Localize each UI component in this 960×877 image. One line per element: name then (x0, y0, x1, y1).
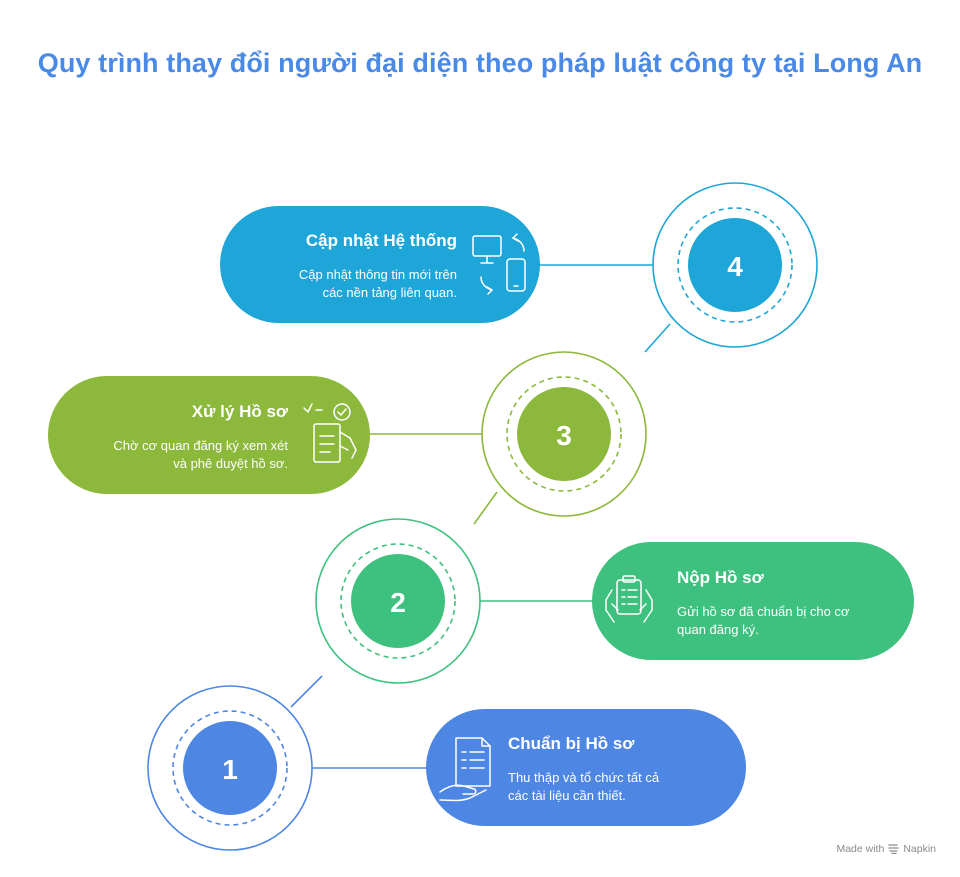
step-3-desc-line1: Chờ cơ quan đăng ký xem xét (113, 438, 288, 453)
step-3-desc-line2: và phê duyệt hồ sơ. (173, 456, 288, 471)
step-2-title: Nộp Hồ sơ (677, 568, 764, 587)
clipboard-hands-icon (605, 575, 653, 623)
step-4-title: Cập nhật Hệ thống (305, 231, 457, 250)
step-1-number: 1 (222, 754, 238, 785)
step-3-title: Xử lý Hồ sơ (191, 402, 288, 421)
device-sync-icon (472, 233, 526, 295)
step-2-number: 2 (390, 587, 406, 618)
step-4-desc-line2: các nền tảng liên quan. (322, 285, 457, 300)
checklist-hand-icon (303, 403, 357, 463)
footer-credit: Made with Napkin (836, 843, 936, 855)
step-2-node: 2 (315, 491, 914, 684)
step-4-number: 4 (727, 251, 743, 282)
step-2-card: Nộp Hồ sơ Gửi hồ sơ đã chuẩn bị cho cơ q… (677, 568, 897, 639)
step-3-number: 3 (556, 420, 572, 451)
step-1-node: 1 (147, 675, 746, 851)
step-1-desc-line2: các tài liệu cần thiết. (508, 788, 626, 803)
step-1-title: Chuẩn bị Hồ sơ (508, 734, 635, 753)
step-4-card: Cập nhật Hệ thống Cập nhật thông tin mới… (238, 231, 457, 302)
step-2-desc-line1: Gửi hồ sơ đã chuẩn bị cho cơ (677, 604, 850, 619)
step-4-node: 4 (220, 182, 818, 348)
step-2-description: Gửi hồ sơ đã chuẩn bị cho cơ quan đăng k… (677, 603, 897, 639)
step-2-desc-line2: quan đăng ký. (677, 622, 759, 637)
document-hand-icon (439, 737, 491, 802)
step-3-card: Xử lý Hồ sơ Chờ cơ quan đăng ký xem xét … (70, 402, 288, 473)
step-1-card: Chuẩn bị Hồ sơ Thu thập và tổ chức tất c… (508, 734, 728, 805)
napkin-logo-icon (888, 844, 899, 854)
step-1-desc-line1: Thu thập và tổ chức tất cả (508, 770, 660, 785)
step-3-description: Chờ cơ quan đăng ký xem xét và phê duyệt… (70, 437, 288, 473)
step-4-desc-line1: Cập nhật thông tin mới trên (298, 267, 457, 282)
step-3-node: 3 (48, 323, 671, 517)
footer-brand: Napkin (903, 843, 936, 855)
footer-made-with: Made with (836, 843, 885, 855)
diagram-title: Quy trình thay đổi người đại diện theo p… (37, 48, 923, 78)
step-1-description: Thu thập và tổ chức tất cả các tài liệu … (508, 769, 728, 805)
step-4-description: Cập nhật thông tin mới trên các nền tảng… (238, 266, 457, 302)
